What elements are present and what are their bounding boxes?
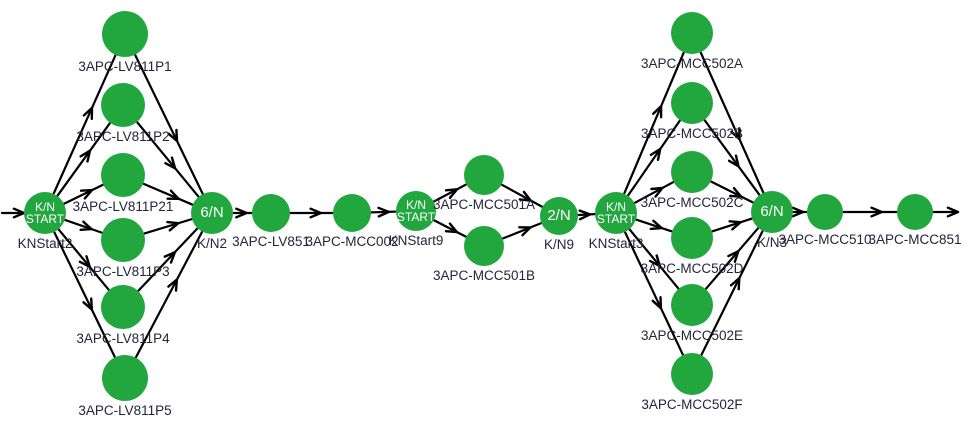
graph-node-3apc-lv851[interactable] [252, 194, 290, 232]
node-caption-knstart9: KNStart9 [388, 233, 444, 248]
node-caption-3apc-mcc002: 3APC-MCC002 [305, 234, 399, 249]
graph-node-3apc-mcc510[interactable] [807, 194, 843, 230]
edge-KNStart2-to-3APC-LV811P5 [53, 231, 116, 358]
node-caption-3apc-mcc502e: 3APC-MCC502E [640, 328, 744, 343]
graph-node-3apc-mcc501a[interactable] [464, 155, 504, 195]
node-caption-3apc-mcc851: 3APC-MCC851 [868, 232, 962, 247]
node-caption-3apc-lv811p1: 3APC-LV811P1 [78, 59, 172, 74]
edge-KNStart2-to-3APC-LV811P21 [63, 183, 104, 205]
edge-3APC-LV811P21-to-K/N2 [142, 182, 194, 206]
graph-node-3apc-lv811p3[interactable] [101, 218, 145, 262]
graph-node-3apc-mcc002[interactable] [333, 194, 371, 232]
edge-3APC-LV811P1-to-K/N2 [134, 54, 204, 195]
node-caption-3apc-lv811p21: 3APC-LV811P21 [72, 199, 174, 214]
edge-K/N9-to-KNStart3 [577, 209, 596, 221]
edge-KNStart3-to-3APC-MCC502C [633, 181, 675, 204]
node-caption-knstart3: KNStart3 [588, 236, 644, 251]
node-caption-3apc-mcc502f: 3APC-MCC502F [641, 397, 743, 412]
edge-KNStart3-to-3APC-MCC502E [628, 228, 680, 290]
node-caption-k-n9: K/N9 [543, 237, 575, 252]
edge-KNStart2-to-3APC-LV811P3 [64, 218, 103, 234]
edge-3APC-MCC502B-to-K/N3 [703, 119, 761, 196]
edge-KNStart2-to-3APC-LV811P4 [57, 228, 110, 291]
graph-node-knstart3[interactable]: K/N START [595, 192, 637, 234]
edge-KNStart9-to-3APC-MCC501B [433, 219, 467, 238]
graph-node-3apc-lv811p21[interactable] [101, 153, 145, 197]
node-caption-3apc-mcc502d: 3APC-MCC502D [640, 261, 744, 276]
edge-KNStart3-to-3APC-MCC502D [635, 218, 673, 233]
node-caption-3apc-lv851: 3APC-LV851 [232, 234, 310, 249]
edge-KNStart2-to-3APC-LV811P2 [56, 122, 111, 197]
graph-node-3apc-lv811p5[interactable] [102, 355, 148, 401]
graph-node-3apc-mcc502d[interactable] [671, 217, 713, 259]
edge-3APC-MCC502E-to-K/N3 [704, 227, 760, 290]
graph-node-3apc-mcc851[interactable] [897, 194, 933, 230]
graph-node-3apc-lv811p4[interactable] [101, 285, 145, 329]
edge-3APC-LV811P5-to-K/N2 [134, 230, 204, 359]
graph-node-3apc-mcc502b[interactable] [671, 82, 713, 124]
entry-arrow [0, 207, 26, 219]
edge-KNStart3-to-3APC-MCC502A [623, 51, 685, 195]
graph-node-3apc-lv811p1[interactable] [102, 11, 148, 57]
edge-3APC-LV811P4-to-K/N2 [137, 227, 199, 292]
graph-node-k-n2[interactable]: 6/N [191, 192, 233, 234]
edge-KNStart2-to-3APC-LV811P1 [52, 54, 117, 195]
graph-node-3apc-mcc502c[interactable] [671, 151, 713, 193]
node-caption-3apc-mcc510: 3APC-MCC510 [778, 232, 872, 247]
edge-3APC-LV811P3-to-K/N2 [143, 218, 193, 235]
edge-KNStart3-to-3APC-MCC502F [624, 231, 684, 356]
node-caption-knstart2: KNStart2 [17, 236, 73, 251]
edge-KNStart9-to-3APC-MCC501A [433, 183, 467, 203]
node-caption-3apc-lv811p2: 3APC-LV811P2 [76, 129, 170, 144]
graph-node-3apc-lv811p2[interactable] [101, 83, 145, 127]
edge-KNStart3-to-3APC-MCC502B [627, 119, 681, 197]
graph-node-3apc-mcc502f[interactable] [671, 353, 713, 395]
edge-3APC-MCC502D-to-K/N3 [711, 217, 753, 233]
node-caption-3apc-lv811p5: 3APC-LV811P5 [78, 403, 172, 418]
node-caption-k-n2: K/N2 [196, 236, 228, 251]
edge-3APC-MCC501B-to-K/N9 [501, 222, 542, 240]
node-caption-3apc-mcc501b: 3APC-MCC501B [432, 268, 536, 283]
edge-K/N2-to-3APC-LV851 [232, 207, 253, 219]
edge-3APC-MCC510-to-3APC-MCC851 [842, 206, 898, 218]
node-caption-3apc-mcc502a: 3APC-MCC502A [640, 56, 744, 71]
edge-3APC-MCC502F-to-K/N3 [700, 230, 764, 356]
edge-3APC-MCC002-to-KNStart9 [370, 206, 397, 218]
graph-node-k-n9[interactable]: 2/N [540, 197, 578, 235]
edge-K/N3-to-3APC-MCC510 [791, 206, 808, 218]
graph-node-3apc-mcc502e[interactable] [671, 284, 713, 326]
graph-node-3apc-mcc501b[interactable] [464, 226, 504, 266]
edge-3APC-MCC502C-to-K/N3 [710, 180, 754, 204]
node-caption-3apc-mcc501a: 3APC-MCC501A [432, 197, 536, 212]
edge-3APC-MCC501A-to-K/N9 [500, 183, 543, 208]
node-caption-k-n3: K/N3 [756, 235, 788, 250]
exit-arrow [931, 206, 960, 218]
edge-3APC-LV811P2-to-K/N2 [136, 121, 200, 198]
node-caption-3apc-lv811p4: 3APC-LV811P4 [76, 331, 170, 346]
node-caption-3apc-mcc502c: 3APC-MCC502C [640, 195, 744, 210]
node-caption-3apc-lv811p3: 3APC-LV811P3 [76, 264, 170, 279]
edge-3APC-LV851-to-3APC-MCC002 [289, 207, 334, 219]
edge-3APC-MCC502A-to-K/N3 [699, 51, 765, 194]
graph-node-3apc-mcc502a[interactable] [671, 12, 713, 54]
graph-node-k-n3[interactable]: 6/N [751, 191, 793, 233]
graph-node-knstart9[interactable]: K/N START [396, 191, 436, 231]
graph-node-knstart2[interactable]: K/N START [24, 192, 66, 234]
node-caption-3apc-mcc502b: 3APC-MCC502B [640, 126, 744, 141]
